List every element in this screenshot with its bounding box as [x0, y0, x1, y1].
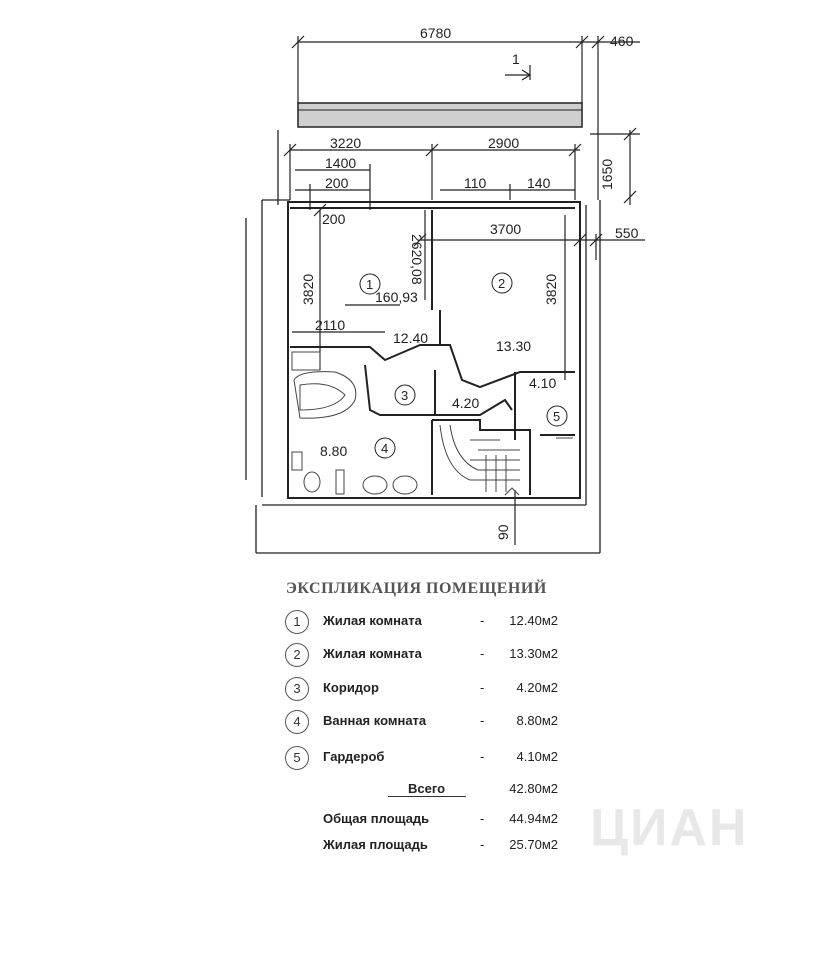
- room-markers: 1 2 3 4 5: [359, 272, 568, 459]
- dim-right-block: 2900: [488, 135, 519, 151]
- legend-value: 12.40м2: [509, 613, 558, 628]
- legend-number: 1: [285, 610, 309, 634]
- legend-value: 4.10м2: [516, 749, 558, 764]
- balcony-roof: [297, 102, 583, 128]
- legend-dash: -: [480, 646, 485, 661]
- room-2-area: 13.30: [496, 338, 531, 354]
- living-area-value: 25.70м2: [509, 837, 558, 852]
- dim-height-right: 1650: [599, 159, 615, 190]
- furniture: [291, 351, 573, 496]
- watermark: ЦИАН: [590, 799, 749, 857]
- legend-row: 3 Коридор - 4.20м2: [285, 677, 585, 703]
- room-1-area: 12.40: [393, 330, 428, 346]
- legend-value: 4.20м2: [516, 680, 558, 695]
- dim-left-block: 3220: [330, 135, 361, 151]
- legend-name: Коридор: [323, 680, 379, 695]
- outer-shell: [245, 130, 601, 554]
- dim-3700: 3700: [490, 221, 521, 237]
- dim-550: 550: [615, 225, 639, 241]
- dim-top-right: 460: [610, 33, 634, 49]
- dim-3820-left: 3820: [300, 274, 316, 305]
- legend-number: 4: [285, 710, 309, 734]
- dim-2110: 2110: [315, 317, 345, 333]
- legend-dash: -: [480, 680, 485, 695]
- dim-140: 140: [527, 175, 551, 191]
- dim-3820-right: 3820: [543, 274, 559, 305]
- room-1-marker: [359, 273, 381, 295]
- room-3-number: 3: [401, 388, 408, 403]
- dim-110: 110: [464, 175, 487, 191]
- general-area-value: 44.94м2: [509, 811, 558, 826]
- living-area-dash: -: [480, 837, 485, 852]
- room-5-marker: [546, 405, 568, 427]
- living-area-label: Жилая площадь: [323, 837, 428, 852]
- legend-dash: -: [480, 749, 485, 764]
- room-2-number: 2: [498, 276, 505, 291]
- legend-name: Гардероб: [323, 749, 385, 764]
- general-area-label: Общая площадь: [323, 811, 430, 826]
- dim-160: 160,93: [375, 289, 418, 305]
- walls: [287, 201, 581, 499]
- total-label: Всего: [408, 781, 446, 796]
- general-area-row: Общая площадь - 44.94м2: [310, 811, 570, 833]
- room-4-marker: [374, 437, 396, 459]
- legend-row: 1 Жилая комната - 12.40м2: [285, 610, 585, 636]
- legend-name: Жилая комната: [323, 613, 422, 628]
- legend-name: Ванная комната: [323, 713, 427, 728]
- legend-value: 13.30м2: [509, 646, 558, 661]
- legend-row: 2 Жилая комната - 13.30м2: [285, 643, 585, 669]
- legend-dash: -: [480, 613, 485, 628]
- total-value: 42.80м2: [509, 781, 558, 796]
- room-3-marker: [394, 384, 416, 406]
- legend-name: Жилая комната: [323, 646, 422, 661]
- room-4-number: 4: [381, 441, 388, 456]
- dim-1400: 1400: [325, 155, 356, 171]
- legend-row: 5 Гардероб - 4.10м2: [285, 746, 585, 772]
- living-area-row: Жилая площадь - 25.70м2: [310, 837, 570, 859]
- legend-value: 8.80м2: [516, 713, 558, 728]
- total-underline: [388, 796, 466, 797]
- legend-row: 4 Ванная комната - 8.80м2: [285, 710, 585, 736]
- general-area-dash: -: [480, 811, 485, 826]
- room-1-number: 1: [366, 277, 373, 292]
- room-5-area: 4.10: [529, 375, 556, 391]
- dimension-lines: [283, 35, 645, 545]
- dim-top-total: 6780: [420, 25, 451, 41]
- legend-number: 5: [285, 746, 309, 770]
- dim-200-top: 200: [325, 175, 349, 191]
- legend-number: 2: [285, 643, 309, 667]
- floor-plan: 6780 460 1 3220 2900 1650 1400 200 110 1…: [245, 25, 645, 554]
- dim-90: 90: [495, 524, 511, 540]
- total-row: Всего 42.80м2: [310, 781, 570, 803]
- room-5-number: 5: [553, 409, 560, 424]
- room-3-area: 4.20: [452, 395, 479, 411]
- legend-title: ЭКСПЛИКАЦИЯ ПОМЕЩЕНИЙ: [286, 580, 547, 597]
- room-2-marker: [491, 272, 513, 294]
- room-4-area: 8.80: [320, 443, 347, 459]
- legend-dash: -: [480, 713, 485, 728]
- dim-200-inner: 200: [322, 211, 346, 227]
- legend-number: 3: [285, 677, 309, 701]
- room-explication: ЭКСПЛИКАЦИЯ ПОМЕЩЕНИЙ 1 Жилая комната - …: [0, 570, 837, 960]
- dim-2620: 2620,08: [409, 234, 425, 285]
- section-arrow-label: 1: [512, 51, 520, 67]
